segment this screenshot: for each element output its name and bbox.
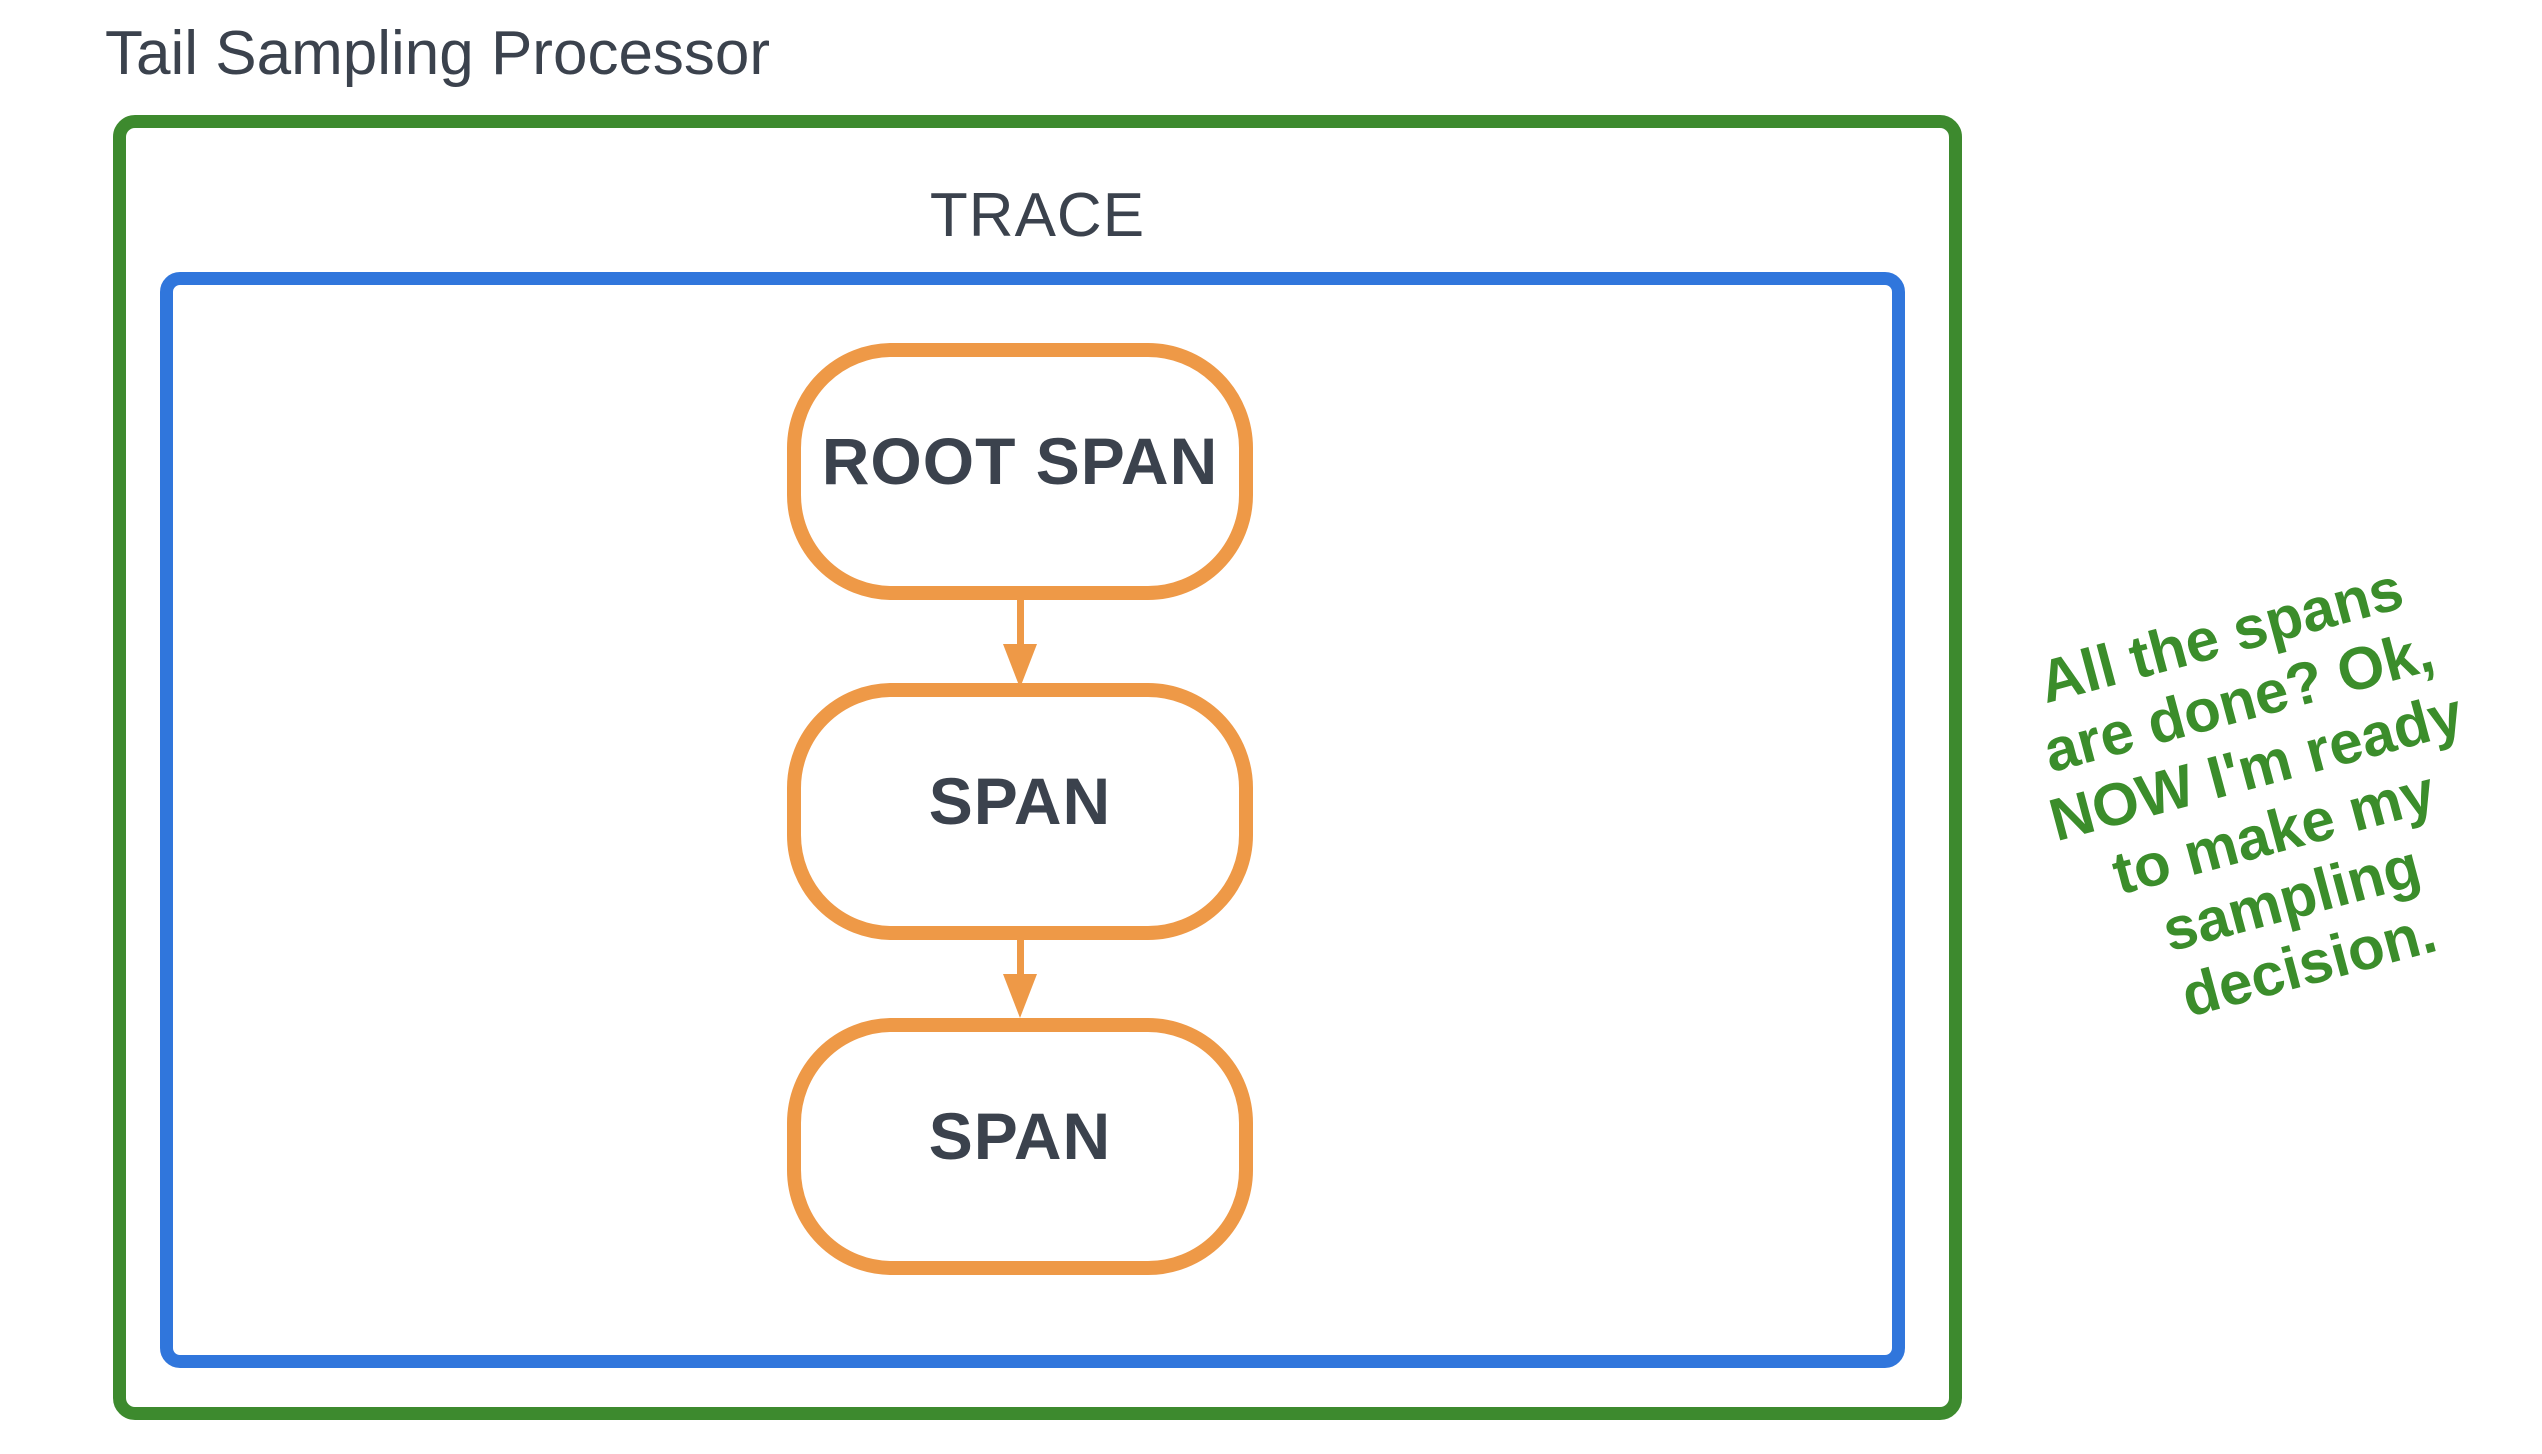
arrow-down-connector-1 [1003,600,1037,688]
arrow-down-connector-2 [1003,938,1037,1018]
span-node-2: SPAN [787,1018,1253,1275]
trace-label: TRACE [929,181,1146,250]
trace-box: ROOT SPAN SPAN SPAN [160,272,1905,1368]
arrow-line [1016,600,1024,644]
span-label: SPAN [928,763,1112,838]
span-node-1: SPAN [787,683,1253,940]
arrow-head-icon [1003,644,1037,688]
root-span-node: ROOT SPAN [787,343,1253,600]
processor-box: TRACE ROOT SPAN SPAN SPAN [113,115,1962,1420]
arrow-head-icon [1003,974,1037,1018]
root-span-label: ROOT SPAN [821,423,1219,498]
diagram-title: Tail Sampling Processor [105,19,771,88]
arrow-line [1016,938,1024,974]
annotation-text: All the spans are done? Ok, NOW I'm read… [1971,538,2542,1062]
span-label: SPAN [928,1098,1112,1173]
